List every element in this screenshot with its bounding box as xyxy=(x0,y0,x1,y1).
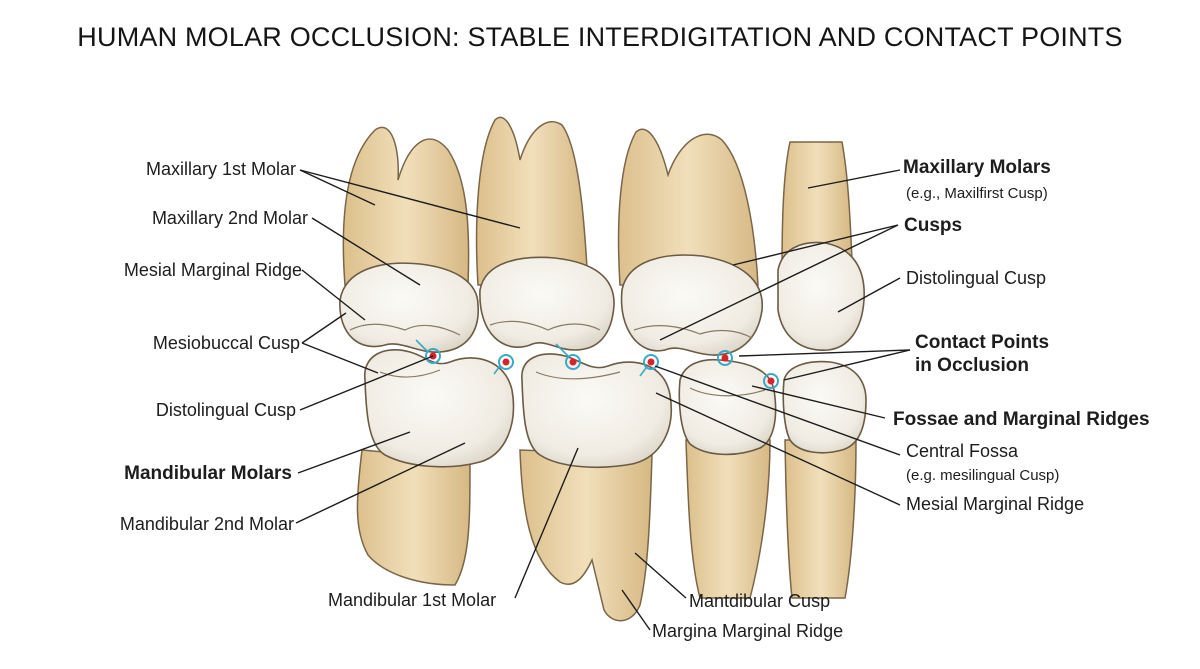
upper-root-3 xyxy=(617,128,759,286)
label-mandibular-2nd-molar: Mandibular 2nd Molar xyxy=(119,514,294,534)
label-maxillary-1st-molar: Maxillary 1st Molar xyxy=(145,159,296,179)
label-contact-points-line2: in Occlusion xyxy=(915,355,1030,376)
leader-lines xyxy=(295,169,911,631)
lower-crown-3 xyxy=(678,358,777,456)
maxillary-roots xyxy=(342,116,853,286)
lower-crown-1 xyxy=(364,349,515,468)
label-central-fossa-note: (e.g. mesilingual Cusp) xyxy=(906,467,1060,484)
contact-point-2 xyxy=(498,354,514,370)
upper-crown-1 xyxy=(339,262,479,353)
contact-point-5 xyxy=(717,350,733,366)
upper-root-4 xyxy=(781,141,853,271)
label-mesial-marginal-ridge-left: Mesial Marginal Ridge xyxy=(123,260,302,280)
contact-arrows xyxy=(415,339,647,377)
label-mandibular-molars: Mandibular Molars xyxy=(124,463,292,484)
contact-point-4 xyxy=(643,354,659,370)
upper-root-2 xyxy=(475,116,589,286)
label-contact-points-line1: Contact Points xyxy=(915,332,1050,353)
contact-point-6 xyxy=(763,373,779,389)
label-maxillary-molars: Maxillary Molars xyxy=(903,157,1051,178)
label-mandibular-cusp: Mantdibular Cusp xyxy=(689,591,831,611)
lower-root-3 xyxy=(685,439,771,599)
upper-crown-4 xyxy=(777,241,865,351)
mandibular-crowns xyxy=(364,349,867,468)
lower-crown-2 xyxy=(521,353,672,468)
contact-point-3 xyxy=(565,354,581,370)
occlusal-grooves xyxy=(349,320,766,397)
upper-crown-3 xyxy=(620,254,763,356)
label-cusps: Cusps xyxy=(904,215,963,236)
upper-crown-2 xyxy=(479,256,615,351)
lower-root-4 xyxy=(784,439,857,599)
upper-root-1 xyxy=(342,126,470,286)
lower-crown-4 xyxy=(782,360,867,454)
mandibular-roots xyxy=(356,439,857,622)
label-maxillary-molars-note: (e.g., Maxilfirst Cusp) xyxy=(906,185,1048,202)
label-distolingual-cusp-left: Distolingual Cusp xyxy=(155,400,296,420)
lower-root-2 xyxy=(519,449,653,622)
label-fossae-marginal-ridges: Fossae and Marginal Ridges xyxy=(893,409,1150,430)
maxillary-crowns xyxy=(339,241,865,356)
label-distolingual-cusp-right: Distolingual Cusp xyxy=(906,268,1047,288)
label-maxillary-2nd-molar: Maxillary 2nd Molar xyxy=(151,208,308,228)
diagram-title: HUMAN MOLAR OCCLUSION: STABLE INTERDIGIT… xyxy=(77,22,1123,52)
label-central-fossa: Central Fossa xyxy=(906,441,1019,461)
contact-points xyxy=(415,339,779,389)
label-margina-marginal-ridge: Margina Marginal Ridge xyxy=(652,621,844,641)
label-mesiobuccal-cusp: Mesiobuccal Cusp xyxy=(152,333,300,353)
label-mesial-marginal-ridge-right: Mesial Marginal Ridge xyxy=(906,494,1085,514)
lower-root-1 xyxy=(356,449,471,586)
label-mandibular-1st-molar: Mandibular 1st Molar xyxy=(328,590,497,610)
